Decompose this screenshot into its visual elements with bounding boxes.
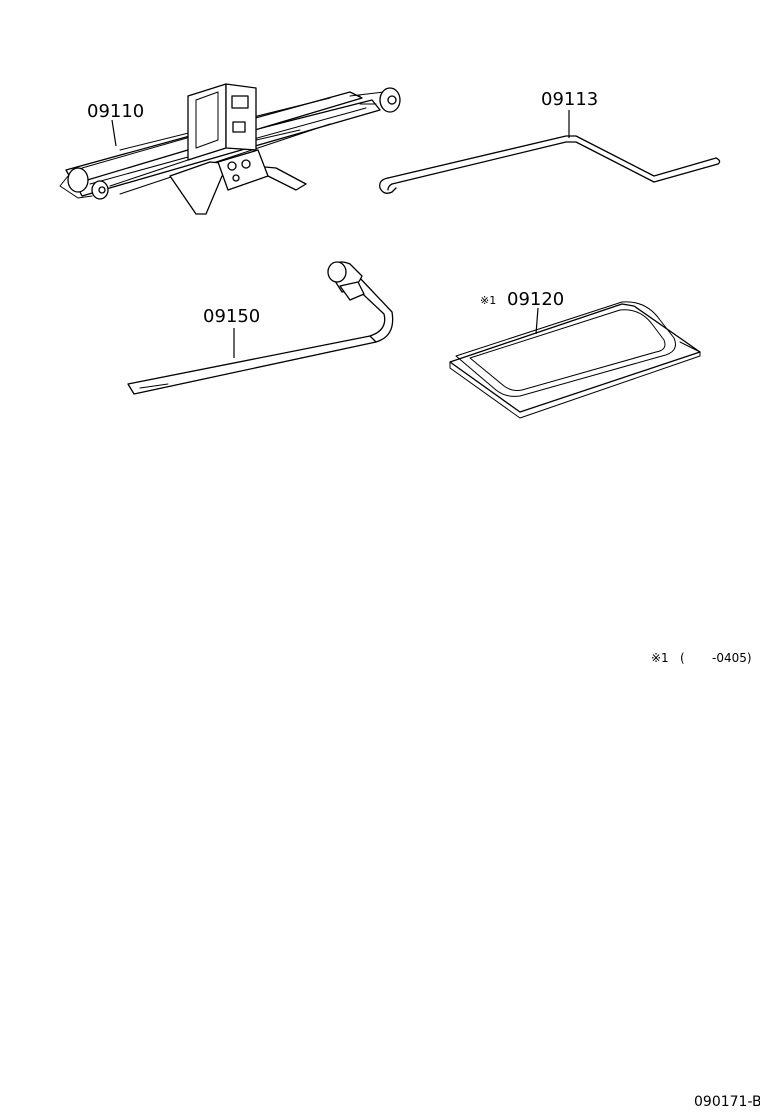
scissor-jack-icon	[59, 83, 401, 215]
part-label-09113: 09113	[541, 89, 598, 110]
footnote-open-paren: (	[680, 651, 685, 665]
diagram-code: 090171-B	[694, 1094, 760, 1110]
jack-handle-rod-icon	[379, 135, 721, 194]
part-mark-09120: ※1	[480, 294, 496, 307]
part-label-09110: 09110	[87, 101, 144, 122]
footnote-mark: ※1	[651, 651, 669, 665]
part-label-09120: 09120	[507, 289, 564, 310]
part-label-09150: 09150	[203, 306, 260, 327]
leader-09120	[535, 307, 539, 335]
leader-09110	[111, 119, 117, 147]
footnote-range-end: -0405)	[712, 651, 752, 665]
lug-wrench-icon	[127, 261, 394, 395]
footnote: ※1 ( -0405)	[651, 651, 752, 665]
tool-bag-icon	[449, 301, 701, 419]
